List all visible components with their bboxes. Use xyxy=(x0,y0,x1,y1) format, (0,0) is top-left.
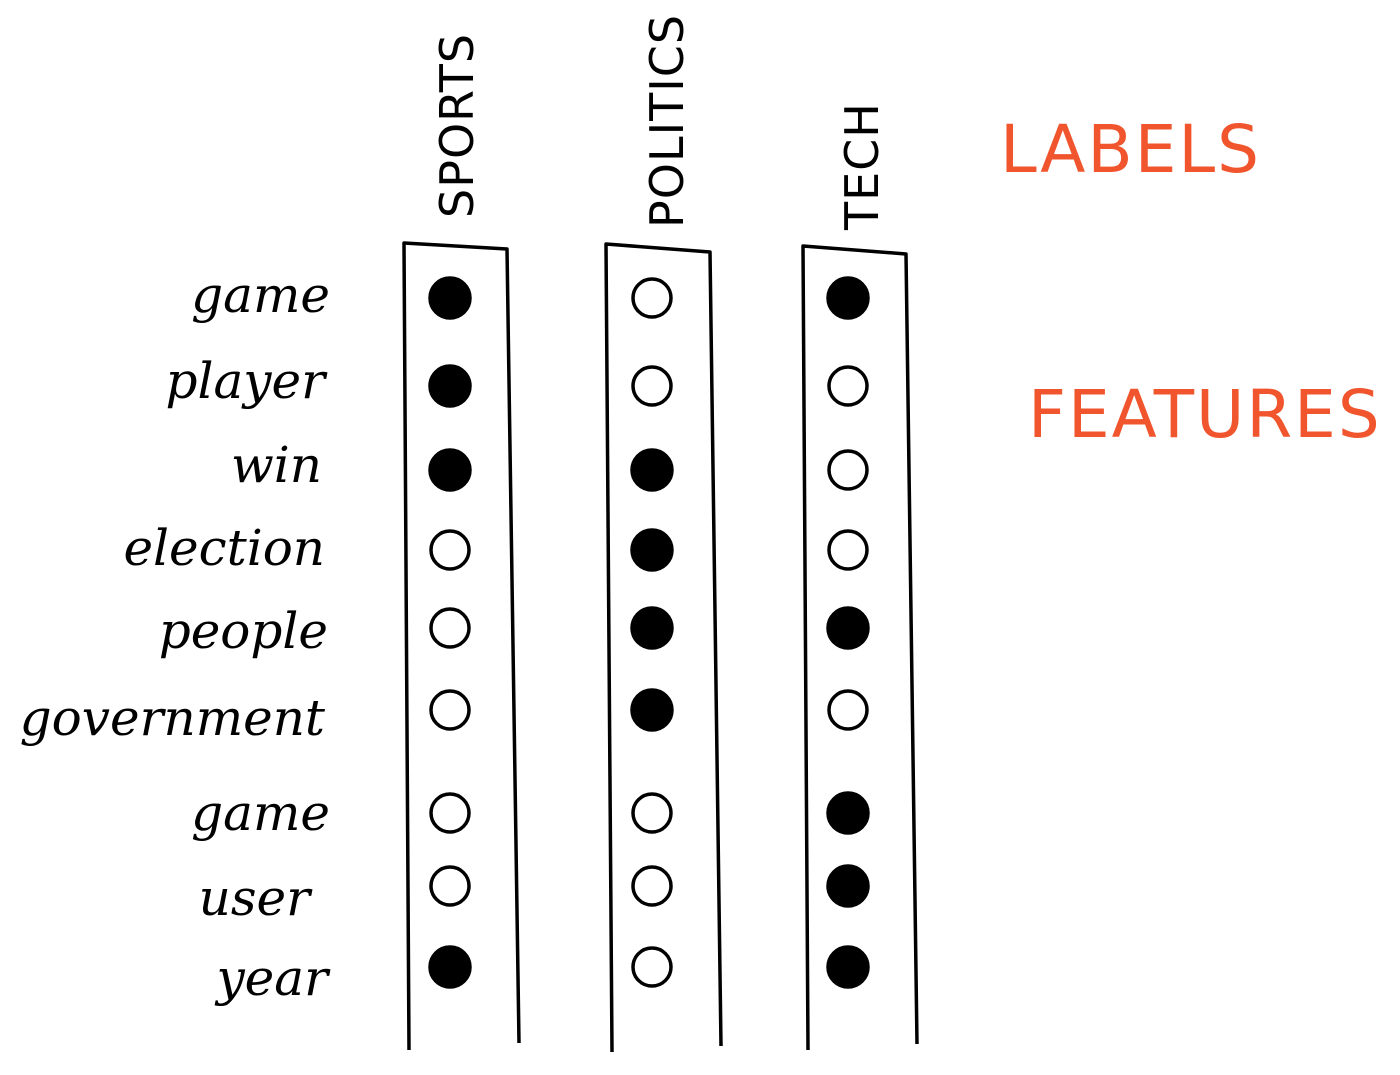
filled-dot-sports-1 xyxy=(428,276,472,320)
feature-label: user xyxy=(199,869,313,927)
empty-dot-politics-7 xyxy=(631,792,673,834)
filled-dot-politics-6 xyxy=(630,688,674,732)
empty-dot-politics-2 xyxy=(631,365,673,407)
membership-dots xyxy=(428,276,870,989)
column-box-sports xyxy=(402,241,521,1051)
empty-dot-tech-6 xyxy=(827,689,869,731)
column-box-politics xyxy=(604,242,723,1053)
filled-dot-tech-5 xyxy=(826,606,870,650)
empty-dot-sports-4 xyxy=(429,529,471,571)
filled-dot-politics-5 xyxy=(630,606,674,650)
feature-label: game xyxy=(191,784,330,842)
filled-dot-politics-4 xyxy=(630,528,674,572)
filled-dot-tech-7 xyxy=(826,791,870,835)
empty-dot-tech-2 xyxy=(827,365,869,407)
empty-dot-sports-6 xyxy=(429,689,471,731)
labels-title: LABELS xyxy=(1000,111,1261,188)
features-title: FEATURES xyxy=(1028,376,1382,453)
empty-dot-sports-7 xyxy=(429,792,471,834)
empty-dot-sports-8 xyxy=(429,865,471,907)
feature-label: win xyxy=(231,436,322,494)
feature-label: people xyxy=(159,602,328,660)
filled-dot-tech-9 xyxy=(826,945,870,989)
filled-dot-sports-9 xyxy=(428,945,472,989)
column-label-politics: POLITICS xyxy=(640,14,694,228)
column-label-sports: SPORTS xyxy=(430,33,484,218)
empty-dot-sports-5 xyxy=(429,607,471,649)
filled-dot-sports-2 xyxy=(428,364,472,408)
feature-label: election xyxy=(123,519,325,577)
empty-dot-politics-9 xyxy=(631,946,673,988)
empty-dot-politics-8 xyxy=(631,865,673,907)
feature-label: government xyxy=(20,689,326,747)
feature-label: player xyxy=(165,352,328,410)
empty-dot-tech-3 xyxy=(827,449,869,491)
filled-dot-sports-3 xyxy=(428,448,472,492)
filled-dot-tech-8 xyxy=(826,864,870,908)
feature-label: game xyxy=(191,266,330,324)
feature-label: year xyxy=(214,949,331,1007)
filled-dot-politics-3 xyxy=(630,448,674,492)
filled-dot-tech-1 xyxy=(826,276,870,320)
column-label-tech: TECH xyxy=(835,102,889,231)
empty-dot-tech-4 xyxy=(827,529,869,571)
column-box-tech xyxy=(801,244,919,1051)
empty-dot-politics-1 xyxy=(631,277,673,319)
